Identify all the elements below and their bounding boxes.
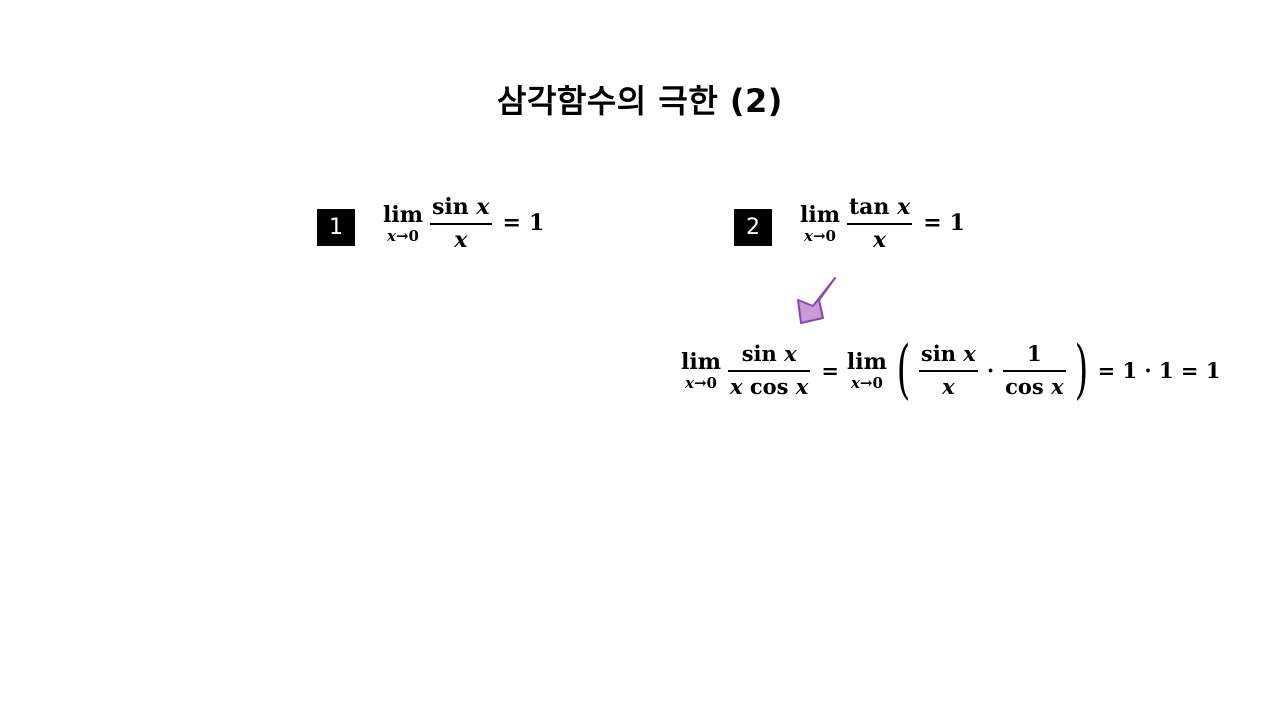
equals-sign: = <box>502 210 521 236</box>
equals-sign: = <box>923 210 942 236</box>
numerator: sin x <box>920 341 976 366</box>
equals-sign: = <box>821 357 839 383</box>
down-left-arrow-icon <box>797 277 836 324</box>
fraction: 1 cos x <box>1003 341 1066 399</box>
right-parenthesis: ) <box>1074 333 1088 407</box>
formula-2-badge: 2 <box>734 209 772 246</box>
derivation-formula: lim x→0 sin x x cos x = lim x→0 ( sin x … <box>681 338 1220 402</box>
limit-operator: lim x→0 <box>800 202 840 245</box>
denominator: x cos x <box>728 370 811 399</box>
denominator: x <box>918 370 978 399</box>
numerator: tan x <box>849 194 911 220</box>
formula-1-badge: 1 <box>317 209 355 246</box>
numerator: sin x <box>432 194 490 220</box>
result-chain: = 1 · 1 = 1 <box>1097 357 1221 383</box>
lim-word: lim <box>681 349 721 375</box>
page-title: 삼각함수의 극한 (2) <box>497 82 783 120</box>
fraction: tan x x <box>847 194 913 252</box>
arrow-shape <box>797 277 836 324</box>
lim-subscript: x→0 <box>685 374 717 392</box>
limit-operator: lim x→0 <box>846 349 887 392</box>
numerator: 1 <box>1027 341 1042 366</box>
lim-word: lim <box>846 349 887 375</box>
limit-operator: lim x→0 <box>681 349 721 392</box>
lim-subscript: x→0 <box>850 374 883 392</box>
lim-word: lim <box>800 202 840 228</box>
result: 1 <box>528 210 545 236</box>
fraction: sin x x cos x <box>728 341 811 399</box>
dot-operator: · <box>986 357 995 383</box>
formula-1: lim x→0 sin x x = 1 <box>383 194 544 252</box>
result: 1 <box>949 210 965 236</box>
numerator: sin x <box>741 341 797 366</box>
denominator: cos x <box>1003 370 1066 399</box>
limit-operator: lim x→0 <box>383 202 423 245</box>
fraction: sin x x <box>918 341 978 399</box>
lim-word: lim <box>383 202 423 228</box>
denominator: x <box>847 223 913 252</box>
fraction: sin x x <box>430 194 492 252</box>
denominator: x <box>430 223 492 252</box>
lim-subscript: x→0 <box>387 227 419 245</box>
formula-2: lim x→0 tan x x = 1 <box>800 194 965 252</box>
left-parenthesis: ( <box>896 333 911 407</box>
lim-subscript: x→0 <box>804 227 836 245</box>
